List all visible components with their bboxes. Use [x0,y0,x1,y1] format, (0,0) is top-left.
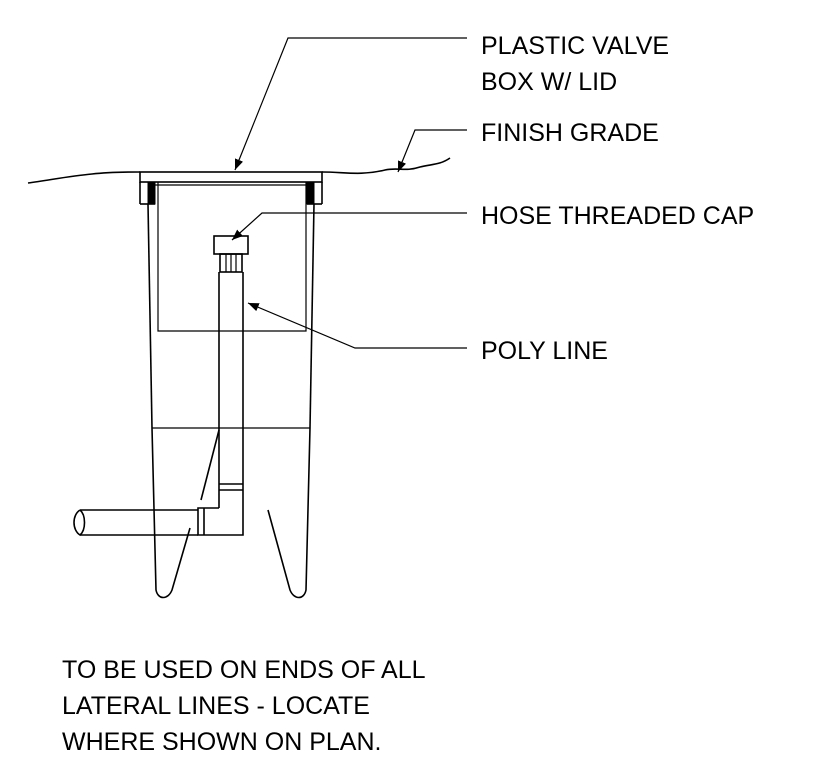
lid-lip-left [147,181,156,205]
box-leg-right [267,427,311,599]
lid-lip-right [306,181,315,205]
box-wall-right [309,203,315,429]
box-inner-body [157,182,307,332]
leader-valve-box [234,37,467,171]
label-poly-line: POLY LINE [481,337,608,365]
note-line-2: LATERAL LINES - LOCATE [62,692,370,720]
box-wall-left [147,203,153,429]
finish-grade-right [321,157,451,175]
finish-grade-left [27,171,141,184]
diagonal-support [200,429,220,501]
label-valve-box-line2: BOX W/ LID [481,68,617,96]
leader-hose-cap [231,212,467,241]
note-line-3: WHERE SHOWN ON PLAN. [62,728,381,756]
hose-threaded-cap [213,235,249,255]
note-line-1: TO BE USED ON ENDS OF ALL [62,656,426,684]
valve-box-lid [139,171,323,183]
label-valve-box-line1: PLASTIC VALVE [481,32,669,60]
leader-finish-grade [397,129,467,173]
lateral-pipe-break [73,509,86,536]
label-finish-grade: FINISH GRADE [481,119,659,147]
leader-poly-line [247,302,467,349]
box-leg-left [151,427,191,599]
label-hose-cap: HOSE THREADED CAP [481,202,754,230]
